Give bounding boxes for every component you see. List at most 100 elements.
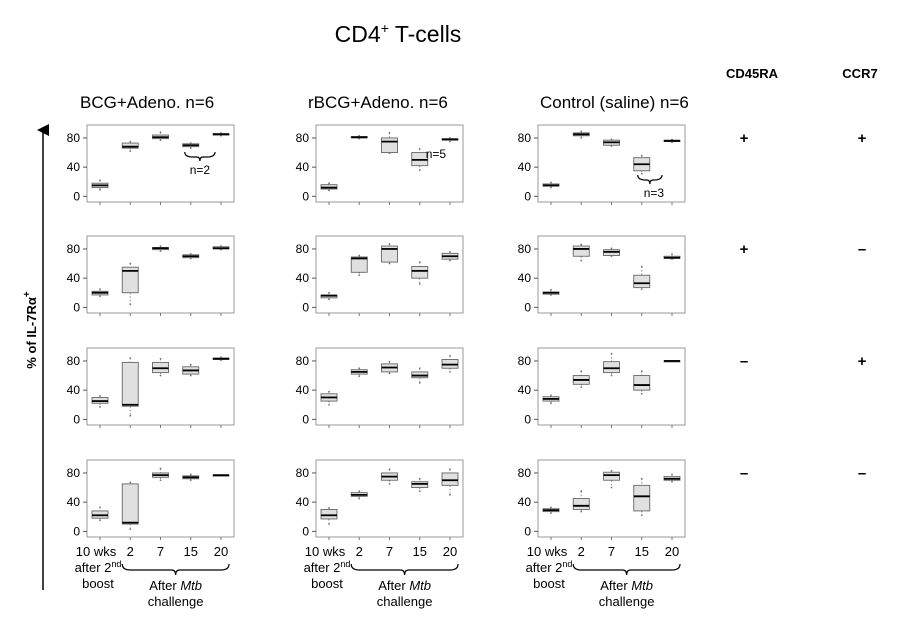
whisker-cap [328, 182, 330, 185]
box-15 [411, 367, 429, 384]
box-20 [663, 253, 681, 261]
whisker-cap [610, 352, 613, 355]
whisker-cap [610, 247, 613, 250]
y-tick-label: 0 [524, 412, 531, 426]
whisker-cap [580, 243, 583, 246]
box-10-wks [91, 506, 109, 522]
whisker-cap [129, 414, 132, 417]
annotation-label: n=3 [644, 186, 665, 200]
y-tick-label: 0 [302, 412, 309, 426]
whisker-cap [418, 283, 421, 285]
whisker-cap [159, 467, 162, 470]
y-tick-label: 0 [73, 189, 80, 203]
y-tick-label: 0 [302, 300, 309, 314]
box-15 [182, 473, 200, 482]
box-10-wks [542, 181, 560, 189]
box-20 [663, 360, 681, 363]
y-tick-label: 40 [296, 383, 310, 397]
box-7 [152, 357, 169, 377]
whisker-cap [671, 480, 673, 483]
box-iqr [381, 245, 398, 263]
whisker-cap [580, 370, 583, 373]
x-label-after-mtb: After Mtb [149, 578, 202, 593]
box-10-wks [320, 507, 338, 525]
whisker-cap [671, 253, 673, 255]
whisker-cap [328, 403, 330, 406]
x-label-challenge: challenge [599, 594, 655, 609]
whisker-cap [159, 245, 162, 247]
challenge-brace [572, 563, 681, 576]
whisker-cap [580, 130, 583, 133]
sign-ccr7-row1: + [858, 130, 867, 147]
box-iqr [633, 274, 651, 289]
box-plot-panels: 0408004080040800408004080040800408004080… [67, 124, 686, 540]
sign-column: +++––+–– [740, 130, 867, 482]
box-7 [152, 467, 169, 482]
whisker-cap [189, 147, 192, 150]
x-tick-label: 7 [157, 544, 164, 559]
x-label-after-boost: after 2nd [526, 559, 573, 575]
whisker-cap [328, 298, 330, 301]
whisker-cap [418, 490, 421, 493]
x-label-boost: boost [82, 576, 114, 591]
y-tick-label: 40 [296, 495, 310, 509]
whisker-cap [99, 406, 101, 408]
box-15 [633, 265, 651, 290]
box-15 [633, 154, 651, 175]
whisker-cap [418, 261, 421, 263]
y-tick-label: 40 [518, 495, 532, 509]
box-2 [121, 357, 139, 417]
box-iqr [320, 509, 338, 520]
whisker-cap [159, 479, 162, 482]
whisker-cap [550, 394, 552, 397]
box-15 [411, 477, 429, 493]
whisker-cap [640, 265, 643, 268]
box-2 [350, 490, 368, 500]
whisker-cap [388, 242, 391, 245]
y-tick-label: 0 [73, 524, 80, 538]
box-10-wks [542, 506, 560, 514]
panel-frame [315, 459, 464, 538]
marker-header-ccr7: CCR7 [842, 66, 877, 81]
group-label-rbcg-adeno: rBCG+Adeno. n=6 [308, 93, 448, 112]
whisker-cap [328, 507, 330, 509]
box-10-wks [91, 288, 109, 298]
group-label-bcg-adeno: BCG+Adeno. n=6 [80, 93, 214, 112]
sign-ccr7-row4: – [858, 465, 866, 482]
y-tick-label: 80 [67, 131, 81, 145]
y-tick-label: 80 [296, 466, 310, 480]
box-10-wks [542, 394, 560, 405]
whisker-cap [358, 375, 361, 378]
y-tick-label: 40 [296, 160, 310, 174]
box-7 [381, 131, 398, 155]
whisker-cap [418, 148, 421, 150]
y-tick-label: 80 [518, 242, 532, 256]
y-tick-label: 0 [73, 300, 80, 314]
annotation-n3: n=3 [637, 174, 665, 200]
box-15 [182, 363, 200, 377]
box-iqr [121, 361, 139, 407]
y-tick-label: 40 [67, 383, 81, 397]
y-tick-label: 80 [518, 131, 532, 145]
box-iqr [603, 471, 620, 481]
whisker-cap [449, 493, 451, 496]
whisker-cap [640, 477, 643, 480]
y-tick-label: 80 [518, 354, 532, 368]
x-tick-label: 10 wks [527, 544, 568, 559]
whisker-cap [189, 374, 192, 377]
x-label-challenge: challenge [377, 594, 433, 609]
whisker-cap [418, 367, 421, 370]
x-label-after-mtb: After Mtb [378, 578, 431, 593]
y-tick-label: 0 [524, 300, 531, 314]
y-tick-label: 0 [524, 189, 531, 203]
box-iqr [121, 483, 139, 525]
x-tick-label: 2 [356, 544, 363, 559]
whisker-cap [159, 357, 162, 360]
y-tick-label: 80 [67, 242, 81, 256]
